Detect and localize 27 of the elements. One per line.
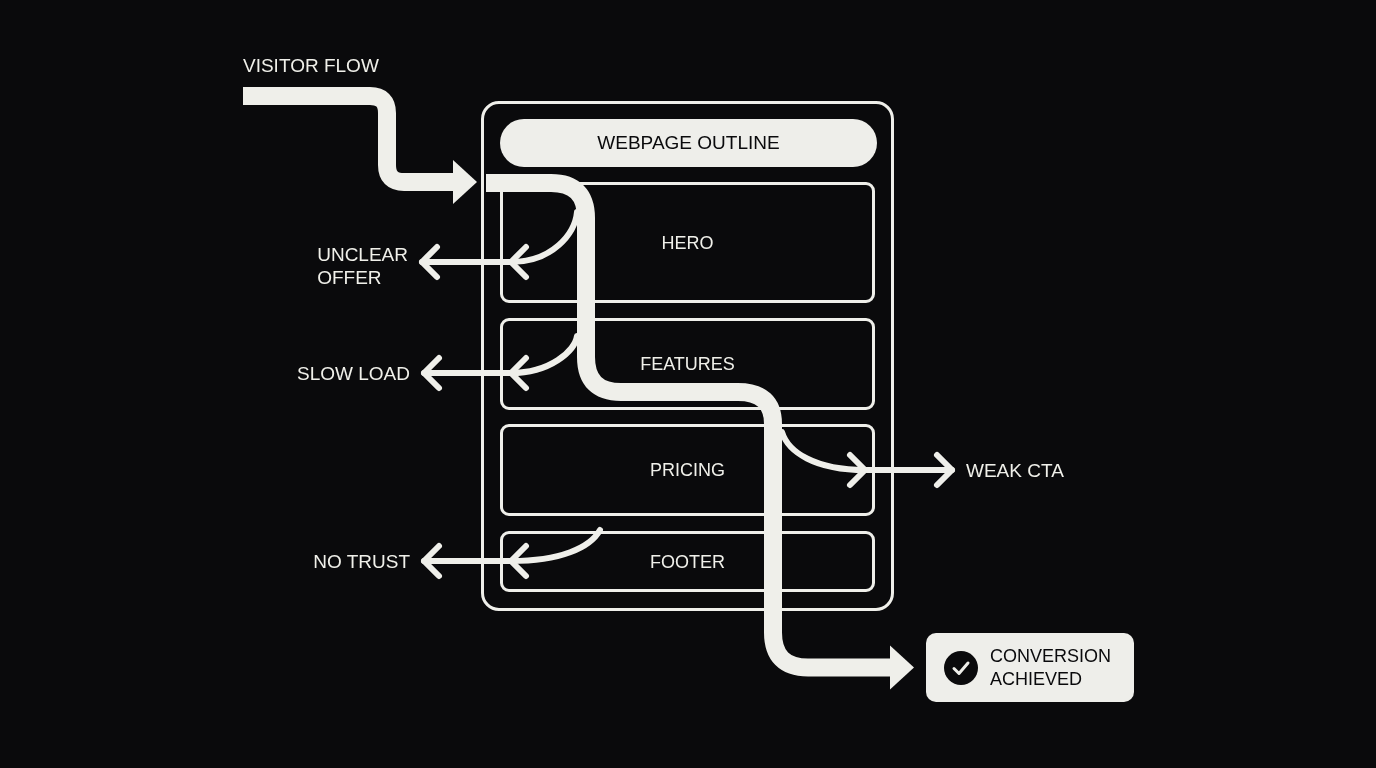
drop-off-label: WEAK CTA: [966, 458, 1064, 482]
flow-band: [486, 174, 595, 318]
page-section: [500, 531, 875, 592]
drop-off-arrow: [420, 526, 604, 580]
page-section: [500, 424, 875, 516]
page-section: [500, 318, 875, 410]
flow-band: [577, 318, 782, 425]
title-bar: [500, 119, 877, 167]
result-card: [926, 633, 1134, 702]
drop-off-arrow: [420, 333, 580, 392]
drop-off-arrow: [418, 209, 580, 281]
drop-off-arrow: [779, 429, 956, 489]
page-frame: [481, 101, 894, 611]
drop-off-label: NO TRUST: [313, 549, 410, 573]
flow-band: [764, 424, 782, 531]
section-title: HERO: [661, 231, 714, 254]
section-title: PRICING: [650, 459, 725, 481]
drop-off-label: SLOW LOAD: [297, 361, 410, 385]
flow-arrow: [243, 87, 477, 204]
result-text: CONVERSION ACHIEVED: [990, 644, 1112, 691]
section-title: FEATURES: [640, 353, 735, 375]
section-title: FOOTER: [650, 550, 725, 573]
flow-arrow: [764, 531, 914, 690]
title-text: WEBPAGE OUTLINE: [597, 132, 780, 154]
page-section: [500, 182, 875, 303]
drop-off-label: UNCLEAR OFFER: [317, 243, 408, 289]
start-label: VISITOR FLOW: [243, 54, 379, 77]
